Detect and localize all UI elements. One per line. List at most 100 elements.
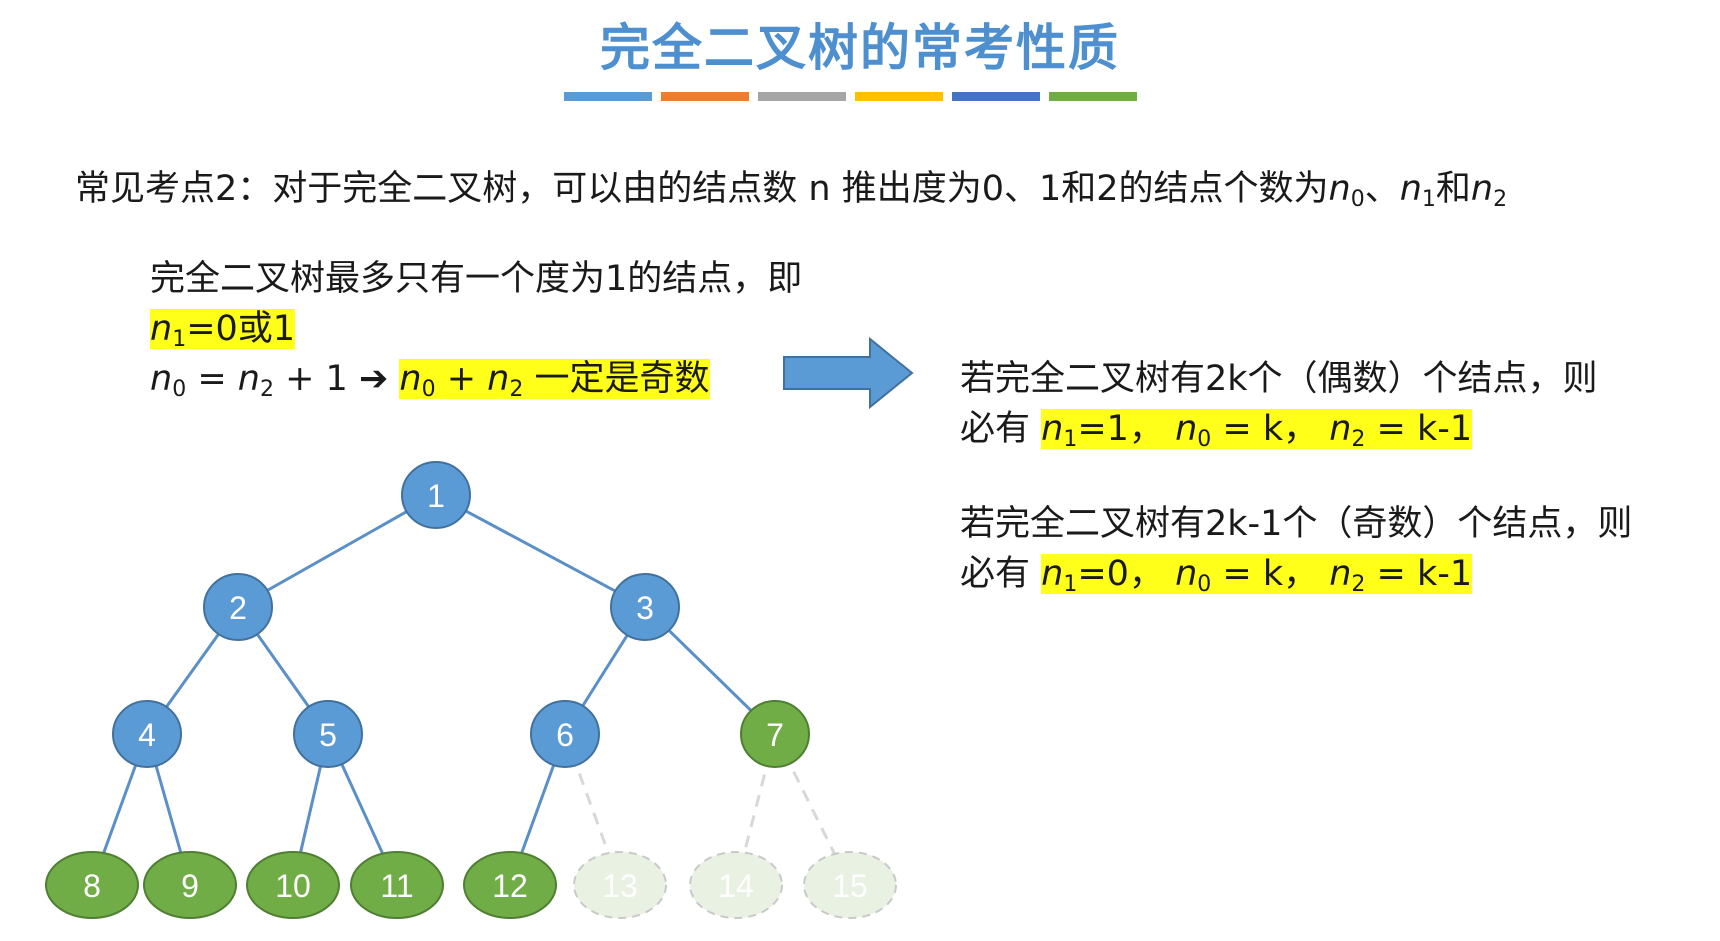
- point2-prefix: 常见考点2：对于完全二叉树，可以由的结点数 n 推出度为0、1和2的结点个数为: [75, 169, 1329, 209]
- right-arrow-icon: [783, 336, 914, 410]
- odd-case-line-2: 必有 n1=0， n0 = k， n2 = k-1: [960, 545, 1473, 597]
- tree-node-label: 9: [181, 868, 199, 904]
- even-case-line-2: 必有 n1=1， n0 = k， n2 = k-1: [960, 400, 1473, 452]
- tree-node-label: 5: [319, 717, 337, 753]
- tree-node-label: 10: [275, 868, 311, 904]
- n0-sub: 0: [1197, 572, 1212, 597]
- sep-2: 和: [1435, 169, 1471, 209]
- tree-node-label: 1: [427, 478, 445, 514]
- tree-node-circle: [689, 851, 783, 919]
- tree-node-label: 14: [718, 868, 754, 904]
- n1-sub: 1: [1063, 572, 1078, 597]
- tree-node-label: 15: [832, 868, 868, 904]
- color-bar-2: [661, 92, 749, 101]
- tree-node-label: 13: [602, 868, 638, 904]
- n0-sub: 0: [1350, 187, 1365, 212]
- plus: +: [435, 359, 488, 399]
- n0-value: = k，: [1211, 554, 1330, 594]
- tree-node-circle: [143, 851, 237, 919]
- tree-node-circle: [463, 851, 557, 919]
- n1-var: n: [150, 309, 173, 349]
- tree-node-8: 8: [45, 851, 139, 919]
- n2-var: n: [1329, 554, 1352, 594]
- tree-node-6: 6: [530, 700, 600, 768]
- tree-node-circle: [530, 700, 600, 768]
- n0-var: n: [1175, 554, 1198, 594]
- n2-var: n: [1470, 169, 1494, 209]
- tree-node-circle: [112, 700, 182, 768]
- even-case-line-1: 若完全二叉树有2k个（偶数）个结点，则: [960, 350, 1598, 401]
- n1-highlight: n1=0或1: [150, 309, 296, 352]
- tree-edge-1-2: [237, 493, 437, 609]
- tree-edge-1-3: [435, 493, 646, 609]
- color-bar-5: [952, 92, 1040, 101]
- odd-case-highlight: n1=0， n0 = k， n2 = k-1: [1041, 554, 1473, 597]
- tree-node-circle: [293, 700, 363, 768]
- n0-sub: 0: [1197, 427, 1212, 452]
- n2-value: = k-1: [1365, 554, 1473, 594]
- tree-node-3: 3: [610, 573, 680, 641]
- n1-sub: 1: [1421, 187, 1436, 212]
- tree-node-circle: [203, 573, 273, 641]
- n2-sub: 2: [509, 377, 524, 402]
- tree-node-label: 8: [83, 868, 101, 904]
- even-case-prefix: 必有: [960, 409, 1042, 449]
- left-line-1: 完全二叉树最多只有一个度为1的结点，即: [150, 250, 802, 301]
- color-bar-1: [564, 92, 652, 101]
- tree-node-4: 4: [112, 700, 182, 768]
- tree-node-circle: [573, 851, 667, 919]
- odd-case-text: 若完全二叉树有2k-1个（奇数）个结点，则: [960, 504, 1633, 544]
- n2-sub: 2: [1351, 572, 1366, 597]
- tree-node-label: 3: [636, 590, 654, 626]
- tree-node-circle: [610, 573, 680, 641]
- tree-node-13: 13: [573, 851, 667, 919]
- n1-var: n: [1399, 169, 1422, 209]
- odd-highlight: n0 + n2 一定是奇数: [399, 359, 710, 402]
- tree-node-label: 11: [380, 868, 413, 904]
- plus-one: + 1: [273, 359, 359, 399]
- n0-sub: 0: [421, 377, 436, 402]
- n1-value: =0或1: [186, 309, 296, 349]
- n2-value: = k-1: [1365, 409, 1473, 449]
- tree-node-circle: [401, 461, 471, 529]
- n1-var: n: [1041, 554, 1064, 594]
- equals: =: [186, 359, 238, 399]
- tree-node-1: 1: [401, 461, 471, 529]
- tree-node-label: 4: [138, 717, 156, 753]
- odd-case-line-1: 若完全二叉树有2k-1个（奇数）个结点，则: [960, 495, 1632, 546]
- n0-var: n: [150, 359, 173, 399]
- even-case-text: 若完全二叉树有2k个（偶数）个结点，则: [960, 359, 1598, 399]
- n0-var: n: [1175, 409, 1198, 449]
- n2-var: n: [237, 359, 260, 399]
- even-case-highlight: n1=1， n0 = k， n2 = k-1: [1041, 409, 1473, 452]
- n1-value: =1，: [1077, 409, 1176, 449]
- n1-sub: 1: [1063, 427, 1078, 452]
- color-bar-3: [758, 92, 846, 101]
- tree-node-label: 6: [556, 717, 574, 753]
- tree-node-7: 7: [740, 700, 810, 768]
- implies-arrow-icon: ➔: [358, 359, 389, 399]
- color-bar-4: [855, 92, 943, 101]
- n0-value: = k，: [1211, 409, 1330, 449]
- left-line-3: n0 = n2 + 1 ➔ n0 + n2 一定是奇数: [150, 350, 710, 401]
- tree-node-14: 14: [689, 851, 783, 919]
- tree-node-9: 9: [143, 851, 237, 919]
- tree-node-circle: [803, 851, 897, 919]
- tree-node-12: 12: [463, 851, 557, 919]
- tree-node-10: 10: [246, 851, 340, 919]
- page-title: 完全二叉树的常考性质: [600, 19, 1120, 77]
- n2-sub: 2: [1351, 427, 1366, 452]
- left-line-1-text: 完全二叉树最多只有一个度为1的结点，即: [150, 259, 803, 299]
- n0-sub: 0: [172, 377, 187, 402]
- tree-node-label: 2: [229, 590, 247, 626]
- n1-value: =0，: [1077, 554, 1176, 594]
- tree-node-circle: [45, 851, 139, 919]
- n1-var: n: [1041, 409, 1064, 449]
- tree-node-circle: [740, 700, 810, 768]
- tree-node-11: 11: [350, 851, 444, 919]
- tree-node-5: 5: [293, 700, 363, 768]
- n2-var: n: [487, 359, 510, 399]
- sep-1: 、: [1364, 169, 1400, 209]
- tree-node-2: 2: [203, 573, 273, 641]
- n1-sub: 1: [172, 327, 187, 352]
